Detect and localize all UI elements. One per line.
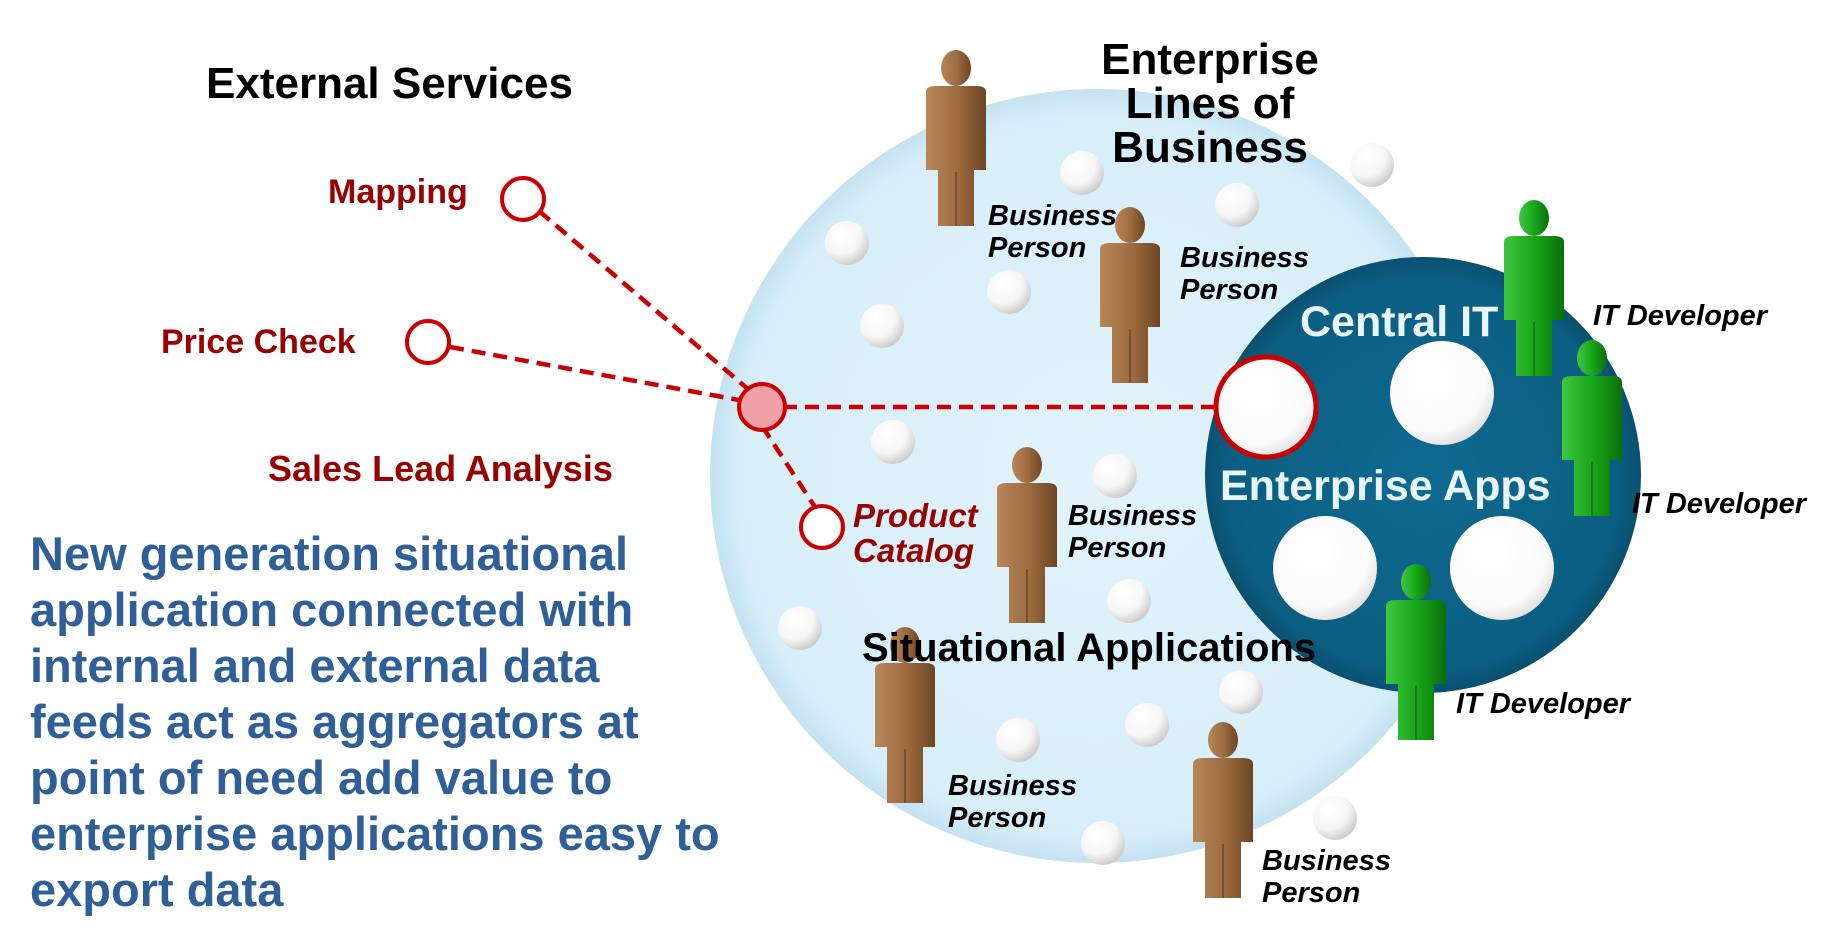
product-catalog-label: Product Catalog [853,497,978,569]
it-developer-label: IT Developer [1632,488,1807,520]
app-node [1093,454,1137,498]
app-node [1313,796,1357,840]
mapping-label: Mapping [328,173,468,211]
business-person-label: Business Person [1262,845,1391,910]
enterprise-lob-title: Enterprise Lines of Business [1101,35,1319,172]
mapping-node [500,176,546,222]
mapping-connector [537,209,757,397]
service-connectors [449,209,1215,512]
sales-lead-label: Sales Lead Analysis [268,448,613,489]
app-node [1215,183,1259,227]
enterprise-apps-label: Enterprise Apps [1220,462,1551,510]
app-node [1060,151,1104,195]
enterprise-app-node [1390,341,1494,445]
app-node [825,221,869,265]
enterprise-app-nodes [1273,341,1554,620]
app-node [1350,143,1394,187]
enterprise-app-node [1273,516,1377,620]
sales-lead-node [737,382,787,432]
product-catalog-node [799,504,845,550]
business-person-label: Business Person [1180,242,1309,307]
app-node [1081,821,1125,865]
price-check-connector [449,344,740,403]
app-node [987,270,1031,314]
situational-apps-label: Situational Applications [862,626,1317,670]
price-check-node [405,319,451,365]
enterprise-entry-node [1213,354,1319,460]
business-person-label: Business Person [988,200,1117,265]
app-nodes [778,143,1394,865]
enterprise-app-node [1450,516,1554,620]
price-check-label: Price Check [161,323,356,361]
app-node [871,420,915,464]
external-services-title: External Services [206,59,573,108]
it-developer-label: IT Developer [1456,688,1631,720]
central-it-label: Central IT [1300,298,1499,346]
app-node [860,304,904,348]
app-node [1219,670,1263,714]
app-node [1107,579,1151,623]
business-person-label: Business Person [948,770,1077,835]
product-catalog-connector [760,424,819,512]
app-node [996,718,1040,762]
business-person-label: Business Person [1068,500,1197,565]
app-node [1125,703,1169,747]
description-text: New generation situational application c… [30,527,720,916]
it-developer-label: IT Developer [1593,300,1768,332]
app-node [778,606,822,650]
